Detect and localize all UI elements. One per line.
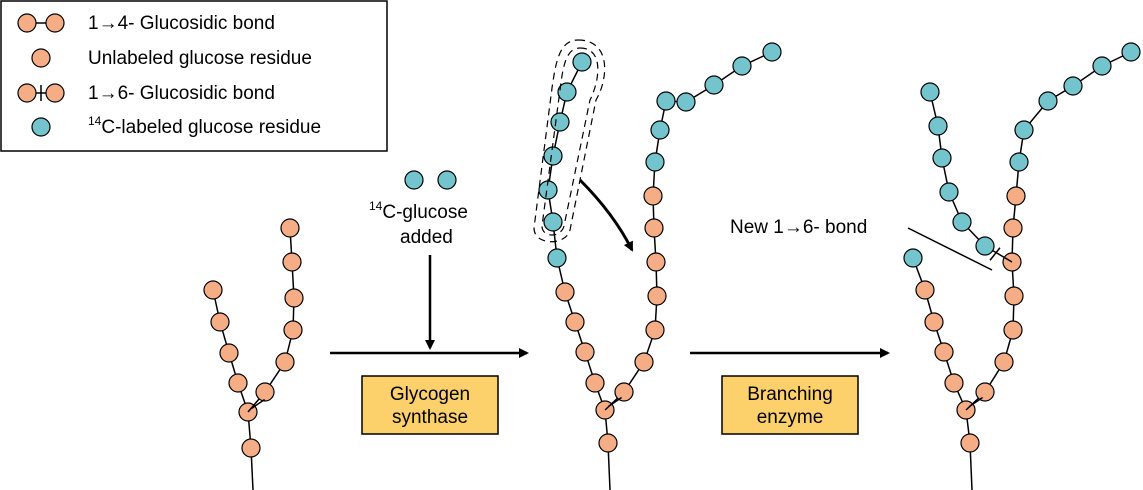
unlabeled-glucose-residue — [275, 352, 295, 372]
labeled-glucose-residue — [656, 91, 676, 111]
unlabeled-glucose-residue — [1006, 186, 1026, 206]
labeled-glucose-residue — [762, 42, 782, 62]
unlabeled-glucose-residue — [283, 320, 303, 340]
unlabeled-glucose-residue — [643, 186, 663, 206]
unlabeled-glucose-residue — [1003, 320, 1023, 340]
unlabeled-glucose-residue — [645, 320, 665, 340]
added-label: added — [400, 227, 453, 248]
legend-icon-14-bond — [17, 13, 65, 33]
legend-icon-labeled — [31, 117, 51, 137]
s2-bond-16-marker — [607, 396, 623, 408]
c14-glucose-text: C-glucose — [382, 202, 468, 223]
new-bond-pointer — [907, 227, 993, 271]
transferred-segment-outline — [533, 39, 606, 243]
unlabeled-glucose-residue — [284, 288, 304, 308]
unlabeled-glucose-residue — [1004, 286, 1024, 306]
unlabeled-glucose-residue — [555, 282, 575, 302]
labeled-glucose-residue — [650, 120, 670, 140]
legend-label-16-bond: 1→6- Glucosidic bond — [88, 83, 275, 104]
unlabeled-glucose-residue — [975, 382, 995, 402]
legend-label-unlabeled: Unlabeled glucose residue — [88, 48, 312, 69]
legend-label-labeled: 14C-labeled glucose residue — [88, 114, 321, 138]
legend-icon-16-bond — [17, 83, 65, 103]
labeled-glucose-residue — [732, 56, 752, 76]
labeled-glucose-residue — [975, 236, 995, 256]
glycogen-structures — [203, 42, 1141, 490]
labeled-glucose-residue — [676, 92, 696, 112]
labeled-glucose-residue — [572, 52, 592, 72]
unlabeled-glucose-residue — [210, 312, 230, 332]
legend-box — [0, 0, 388, 152]
unlabeled-glucose-residue — [575, 342, 595, 362]
labeled-glucose-residue — [928, 116, 948, 136]
branching-enzyme-box: Branching enzyme — [721, 375, 859, 435]
labeled-glucose-residue — [1038, 91, 1058, 111]
labeled-glucose-residue — [939, 182, 959, 202]
glycogen-synthase-box: Glycogen synthase — [361, 375, 499, 435]
unlabeled-glucose-residue — [1003, 218, 1023, 238]
legend: 1→4- Glucosidic bond Unlabeled glucose r… — [0, 0, 388, 152]
unlabeled-glucose-residue — [960, 433, 980, 453]
labeled-glucose-residue — [1092, 56, 1112, 76]
transferred-segment-outline-inner — [541, 47, 599, 236]
c14-glucose-superscript: 14 — [369, 199, 383, 213]
free-14c-glucose-2 — [437, 170, 457, 190]
branching-enzyme-line2: enzyme — [757, 407, 824, 428]
labeled-glucose-residue — [547, 248, 567, 268]
c14-glucose-label: 14C-glucose — [369, 199, 468, 223]
labeled-glucose-residue — [1063, 76, 1083, 96]
unlabeled-glucose-residue — [994, 352, 1014, 372]
labeled-glucose-residue — [645, 152, 665, 172]
labeled-glucose-residue — [1121, 42, 1141, 62]
labeled-glucose-residue — [543, 146, 563, 166]
unlabeled-glucose-residue — [282, 252, 302, 272]
labeled-glucose-residue — [550, 112, 570, 132]
branching-enzyme-line1: Branching — [747, 384, 833, 405]
curved-arrow-icon — [578, 178, 634, 252]
unlabeled-glucose-residue — [614, 382, 634, 402]
s3-bond-16-marker — [968, 396, 984, 408]
labeled-glucose-residue — [704, 75, 724, 95]
unlabeled-glucose-residue — [924, 312, 944, 332]
labeled-glucose-residue — [903, 248, 923, 268]
unlabeled-glucose-residue — [255, 382, 275, 402]
unlabeled-glucose-residue — [646, 252, 666, 272]
free-14c-glucose-1 — [404, 170, 424, 190]
unlabeled-glucose-residue — [644, 218, 664, 238]
legend-label-labeled-text: C-labeled glucose residue — [101, 117, 321, 138]
unlabeled-glucose-residue — [585, 373, 605, 393]
unlabeled-glucose-residue — [280, 218, 300, 238]
labeled-glucose-residue — [952, 212, 972, 232]
unlabeled-glucose-residue — [634, 352, 654, 372]
unlabeled-glucose-residue — [934, 342, 954, 362]
unlabeled-glucose-residue — [915, 280, 935, 300]
glycogen-synthase-line2: synthase — [392, 407, 468, 428]
legend-label-labeled-superscript: 14 — [88, 114, 102, 128]
labeled-glucose-residue — [543, 212, 563, 232]
labeled-glucose-residue — [557, 82, 577, 102]
s1-bond-16-marker — [250, 398, 266, 410]
unlabeled-glucose-residue — [944, 373, 964, 393]
labeled-glucose-residue — [920, 82, 940, 102]
unlabeled-glucose-residue — [647, 286, 667, 306]
legend-icon-unlabeled — [31, 48, 51, 68]
unlabeled-glucose-residue — [598, 433, 618, 453]
s3-new-bond-16-marker — [989, 247, 1001, 261]
unlabeled-glucose-residue — [203, 280, 223, 300]
labeled-glucose-residue — [932, 148, 952, 168]
new-bond-label: New 1→6- bond — [730, 217, 867, 238]
unlabeled-glucose-residue — [219, 343, 239, 363]
labeled-glucose-residue — [1014, 120, 1034, 140]
glycogen-synthase-line1: Glycogen — [390, 384, 470, 405]
unlabeled-glucose-residue — [565, 312, 585, 332]
unlabeled-glucose-residue — [228, 373, 248, 393]
unlabeled-glucose-residue — [241, 438, 261, 458]
labeled-glucose-residue — [1009, 152, 1029, 172]
legend-label-14-bond: 1→4- Glucosidic bond — [88, 13, 275, 34]
